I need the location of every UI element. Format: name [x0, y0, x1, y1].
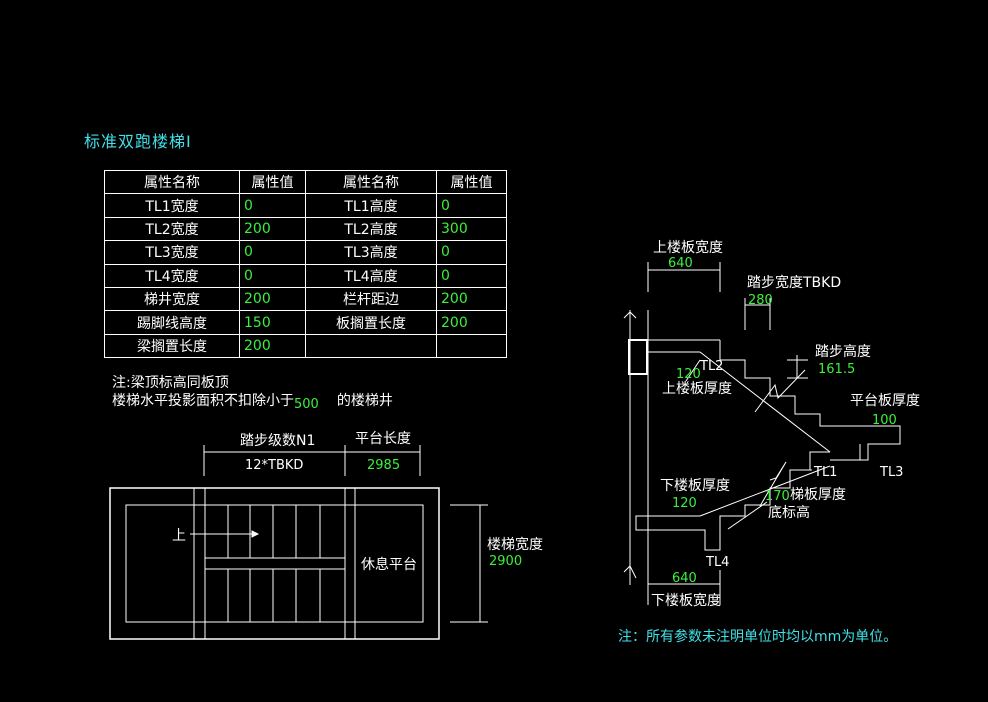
- drawing-title: 标准双跑楼梯Ⅰ: [84, 132, 192, 151]
- plan-inner-wall: [125, 504, 424, 623]
- property-name: TL4高度: [305, 263, 437, 288]
- table-row: TL2宽度 200 TL2高度 300: [104, 216, 507, 242]
- stair-well: [204, 557, 346, 570]
- property-value[interactable]: 200: [436, 286, 507, 312]
- up-arrow-icon: [251, 530, 260, 538]
- beam-tl1-label: TL1: [813, 465, 837, 480]
- upper-slab-thickness-value: 120: [676, 367, 701, 382]
- header-cell: 属性名称: [104, 169, 240, 195]
- break-mark: [623, 311, 637, 319]
- upper-slab-thickness-label: 上楼板厚度: [662, 381, 732, 397]
- beam-tl2-label: TL2: [699, 359, 723, 374]
- property-name: 踢脚线高度: [104, 310, 240, 335]
- upper-slab-width-value: 640: [668, 256, 693, 271]
- platform-length-label: 平台长度: [355, 431, 411, 447]
- property-value[interactable]: 0: [436, 193, 507, 218]
- tread-width-value: 280: [748, 293, 773, 308]
- stair-width-label: 楼梯宽度: [487, 536, 543, 553]
- lower-flight-treads: [227, 569, 321, 622]
- property-name: 栏杆距边: [305, 286, 437, 312]
- steps-label: 踏步级数N1: [240, 433, 315, 449]
- property-value[interactable]: [436, 333, 507, 359]
- property-name: 梁搁置长度: [104, 333, 240, 359]
- property-name: 板搁置长度: [305, 310, 437, 335]
- note-beam-top: 注:梁顶标高同板顶: [112, 375, 229, 391]
- table-row: 踢脚线高度 150 板搁置长度 200: [104, 310, 507, 335]
- property-value[interactable]: 0: [436, 263, 507, 288]
- header-cell: 属性值: [239, 169, 306, 195]
- platform-length-value: 2985: [367, 458, 400, 473]
- upper-flight-treads: [227, 505, 321, 558]
- table-row: 梁搁置长度 200: [104, 333, 507, 359]
- property-value[interactable]: 200: [239, 286, 306, 312]
- beam-tl3-label: TL3: [879, 465, 903, 480]
- step-height-value: 161.5: [818, 362, 855, 377]
- header-cell: 属性名称: [305, 169, 437, 195]
- units-note: 注：所有参数未注明单位时均以mm为单位。: [618, 629, 898, 645]
- lower-slab-width-label: 下楼板宽度: [651, 592, 721, 609]
- upper-flight-outline: [719, 340, 901, 461]
- up-label: 上: [172, 528, 186, 544]
- table-row: TL3宽度 0 TL3高度 0: [104, 240, 507, 265]
- steps-value: 12*TBKD: [245, 458, 303, 473]
- upper-slab-width-label: 上楼板宽度: [653, 239, 723, 256]
- property-name: TL4宽度: [104, 263, 240, 288]
- property-value[interactable]: 0: [436, 240, 507, 265]
- property-value[interactable]: 200: [239, 216, 306, 242]
- step-height-label: 踏步高度: [815, 343, 871, 360]
- property-name: TL1高度: [305, 193, 437, 218]
- property-name: TL1宽度: [104, 193, 240, 218]
- table-row: TL4宽度 0 TL4高度 0: [104, 263, 507, 288]
- stair-plan-view: [109, 445, 488, 640]
- lower-slab-thickness-value: 120: [672, 496, 697, 511]
- beam-tl4-label: TL4: [705, 555, 729, 570]
- property-name: TL2宽度: [104, 216, 240, 242]
- platform-thickness-value: 100: [872, 413, 897, 428]
- note-stairwell: 楼梯水平投影面积不扣除小于500 的楼梯井: [112, 390, 393, 412]
- plan-outer-wall: [109, 487, 440, 640]
- note-stairwell-suffix: 的楼梯井: [336, 393, 393, 409]
- tread-width-label: 踏步宽度TBKD: [747, 274, 841, 291]
- slab-thickness-label: 梯板厚度: [790, 487, 846, 503]
- note-stairwell-prefix: 楼梯水平投影面积不扣除小于: [112, 393, 294, 409]
- lower-slab-width-value: 640: [672, 571, 697, 586]
- slab-thickness-value: 170: [765, 489, 790, 504]
- break-mark: [623, 565, 637, 579]
- property-table: 属性名称 属性值 属性名称 属性值 TL1宽度 0 TL1高度 0 TL2宽度 …: [104, 169, 507, 359]
- property-value[interactable]: 300: [436, 216, 507, 242]
- property-value[interactable]: 200: [239, 333, 306, 359]
- property-value[interactable]: 150: [239, 310, 306, 335]
- table-row: TL1宽度 0 TL1高度 0: [104, 193, 507, 218]
- note-stairwell-value: 500: [294, 397, 319, 412]
- bottom-elevation-label: 底标高: [768, 504, 810, 521]
- rest-platform-label: 休息平台: [361, 556, 417, 573]
- platform-thickness-label: 平台板厚度: [850, 393, 920, 409]
- property-value[interactable]: 0: [239, 240, 306, 265]
- table-header-row: 属性名称 属性值 属性名称 属性值: [104, 169, 507, 195]
- leader-upper-thickness: [754, 369, 806, 413]
- stair-section-view: [623, 262, 901, 605]
- property-name: TL3宽度: [104, 240, 240, 265]
- beam-tl2-block: [628, 339, 648, 375]
- property-value[interactable]: 200: [436, 310, 507, 335]
- leader-slab-thickness: [759, 461, 787, 507]
- stair-width-value: 2900: [489, 554, 522, 569]
- property-name: 梯井宽度: [104, 286, 240, 312]
- table-row: 梯井宽度 200 栏杆距边 200: [104, 286, 507, 312]
- property-value[interactable]: 0: [239, 263, 306, 288]
- lower-slab-thickness-label: 下楼板厚度: [660, 478, 730, 494]
